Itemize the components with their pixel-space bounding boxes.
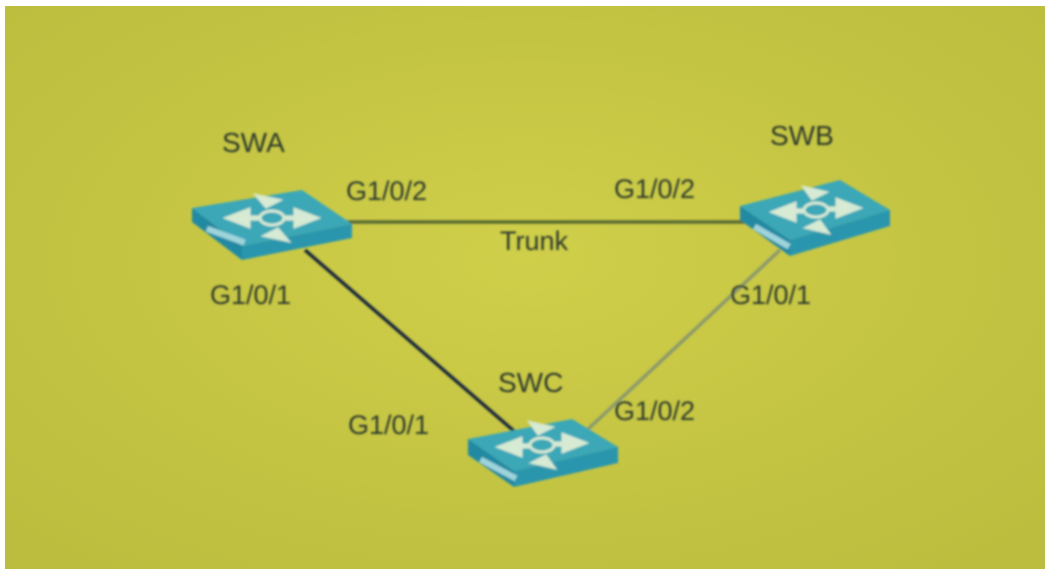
swa-port-g101-label: G1/0/1: [210, 280, 291, 310]
switch-icon: [468, 419, 618, 487]
switch-swc-label: SWC: [498, 367, 563, 398]
switch-icon: [740, 180, 890, 256]
swb-port-g101-label: G1/0/1: [730, 280, 811, 310]
switch-swa-label: SWA: [222, 127, 285, 158]
swc-port-g101-label: G1/0/1: [348, 410, 429, 440]
switch-swb[interactable]: [740, 180, 890, 256]
link-swa-swb-label: Trunk: [500, 226, 569, 256]
switch-swb-label: SWB: [770, 120, 834, 151]
switch-icon: [192, 190, 352, 260]
switch-swa[interactable]: [192, 190, 352, 260]
link-swa-swc: [303, 248, 517, 434]
diagram-background: [5, 6, 1045, 569]
switch-swc[interactable]: [468, 419, 618, 487]
swc-port-g102-label: G1/0/2: [614, 396, 695, 426]
link-swb-swc: [583, 248, 782, 434]
swa-port-g102-label: G1/0/2: [346, 176, 427, 206]
swb-port-g102-label: G1/0/2: [614, 174, 695, 204]
